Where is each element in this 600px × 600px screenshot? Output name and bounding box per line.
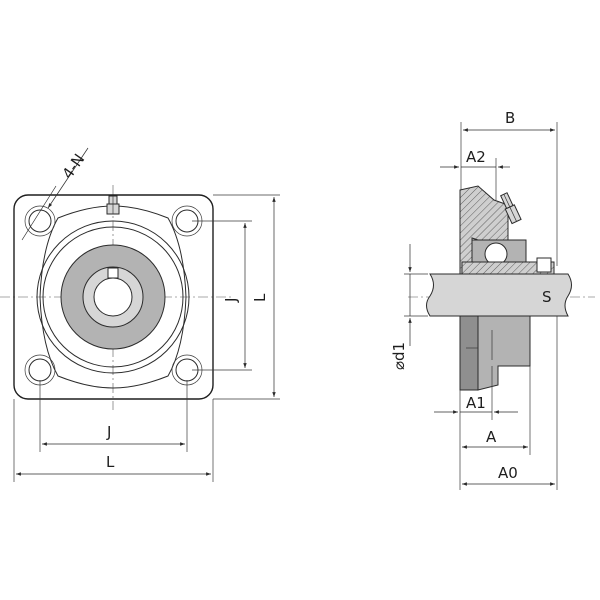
a2-label: A2 [466, 148, 486, 166]
insert-inner-ring [461, 261, 555, 275]
side-view: B A2 S ⌀d1 A1 A A0 [390, 109, 595, 490]
j-vertical-label: J [222, 298, 240, 303]
l-vertical-label: L [251, 293, 269, 302]
shaft-bore [93, 277, 133, 317]
housing-inner-contour [39, 205, 187, 389]
holes-label: 4-N [59, 151, 89, 183]
bolt-hole-bottom-left [28, 358, 52, 382]
a-label: A [486, 428, 497, 446]
s-label: S [542, 288, 552, 306]
housing-bore-ring [36, 220, 190, 374]
insert-outer-ring [42, 226, 184, 368]
housing-lower-section [459, 315, 479, 391]
d1-label: ⌀d1 [390, 342, 408, 370]
holes-leader-line [47, 147, 89, 209]
bolt-hole-top-left [28, 209, 52, 233]
j-horizontal-label: J [106, 423, 111, 441]
grease-nipple-icon [106, 195, 120, 215]
shaft [426, 273, 572, 317]
housing-outline [13, 194, 214, 400]
b-label: B [505, 109, 515, 127]
housing-lower-body [477, 315, 531, 391]
a1-label: A1 [466, 394, 486, 412]
a0-label: A0 [498, 464, 518, 482]
l-horizontal-label: L [106, 453, 115, 471]
grease-nipple-icon [500, 192, 522, 225]
set-screw [107, 267, 119, 279]
front-view: 4-N J L J L [0, 147, 280, 482]
set-screw-side [536, 257, 552, 273]
